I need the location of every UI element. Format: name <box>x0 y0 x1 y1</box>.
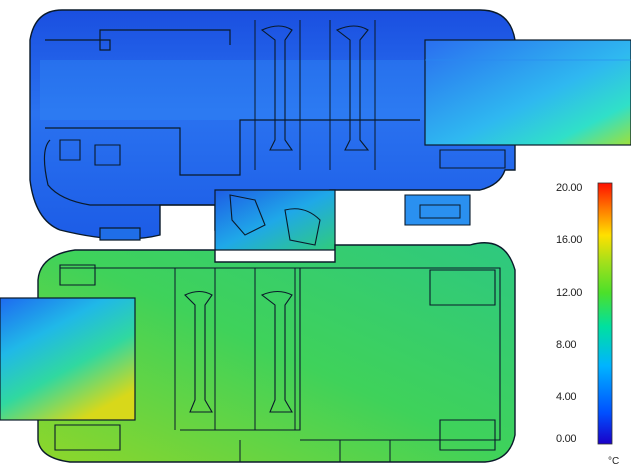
legend-tick-12: 12.00 <box>556 287 583 299</box>
legend-tick-8: 8.00 <box>556 339 577 351</box>
legend-tick-20: 20.00 <box>556 182 583 194</box>
top-sash <box>29 9 631 241</box>
legend-tick-16: 16.00 <box>556 234 583 246</box>
thermal-break <box>214 189 471 251</box>
legend-tick-0: 0.00 <box>556 433 577 445</box>
legend-tick-4: 4.00 <box>556 391 577 403</box>
bottom-sash <box>0 242 516 463</box>
legend-unit-label: °C <box>608 456 620 467</box>
legend-colorbar <box>597 182 613 445</box>
